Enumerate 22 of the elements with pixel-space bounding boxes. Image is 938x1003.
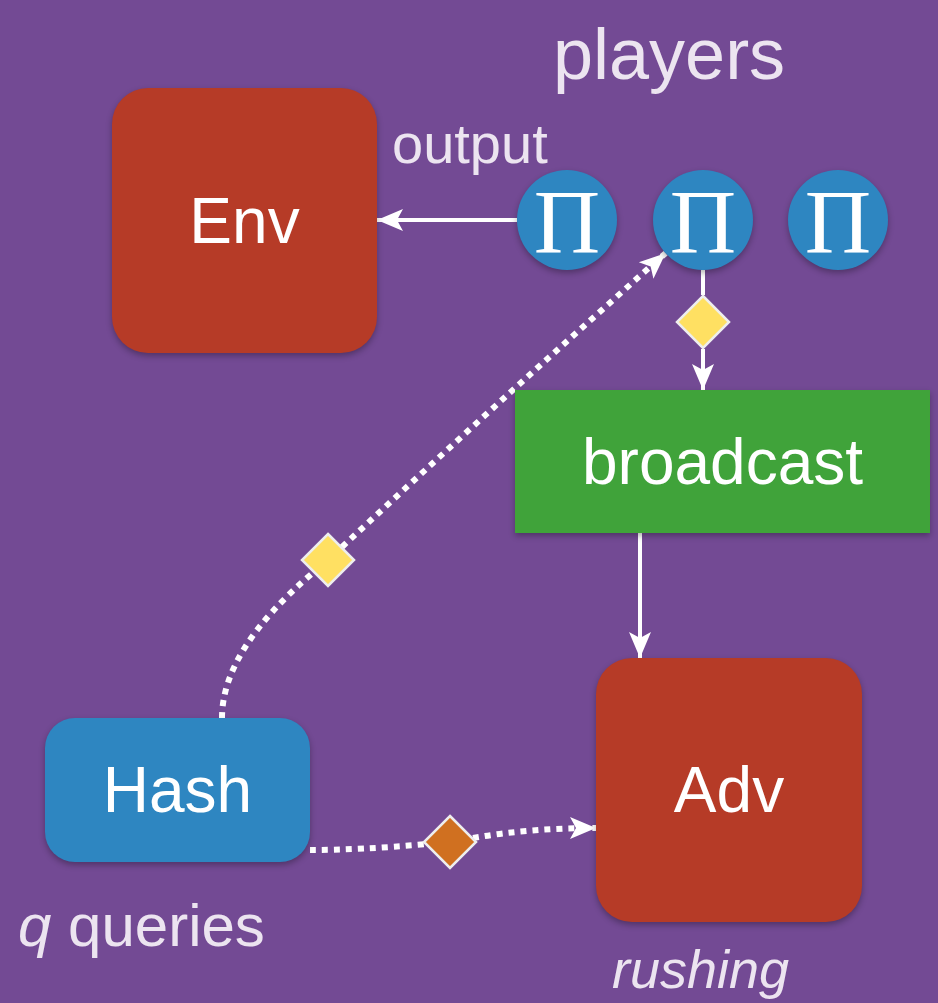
- message-diamond: [675, 294, 731, 350]
- dotted-arrow: [339, 250, 668, 550]
- node-label: Hash: [102, 753, 253, 827]
- dotted-arrow: [472, 817, 597, 841]
- player-circle: [788, 170, 888, 270]
- player-circle: [653, 170, 753, 270]
- pi-symbol: Π: [669, 176, 737, 268]
- oracle-box: [45, 718, 310, 862]
- node-label: Adv: [673, 753, 785, 827]
- process-box: [112, 88, 377, 353]
- message-diamond: [300, 532, 356, 588]
- message-diamond: [422, 814, 478, 870]
- broadcast-box: [515, 390, 930, 533]
- node-label: broadcast: [581, 424, 864, 499]
- arrow: [377, 209, 517, 231]
- process-box: [596, 658, 862, 922]
- node-label: Env: [189, 183, 300, 258]
- node-caption: q queries: [18, 896, 265, 956]
- pi-symbol: Π: [533, 176, 601, 268]
- pi-symbol: Π: [804, 176, 872, 268]
- arrow: [629, 533, 651, 658]
- arrow: [692, 349, 714, 390]
